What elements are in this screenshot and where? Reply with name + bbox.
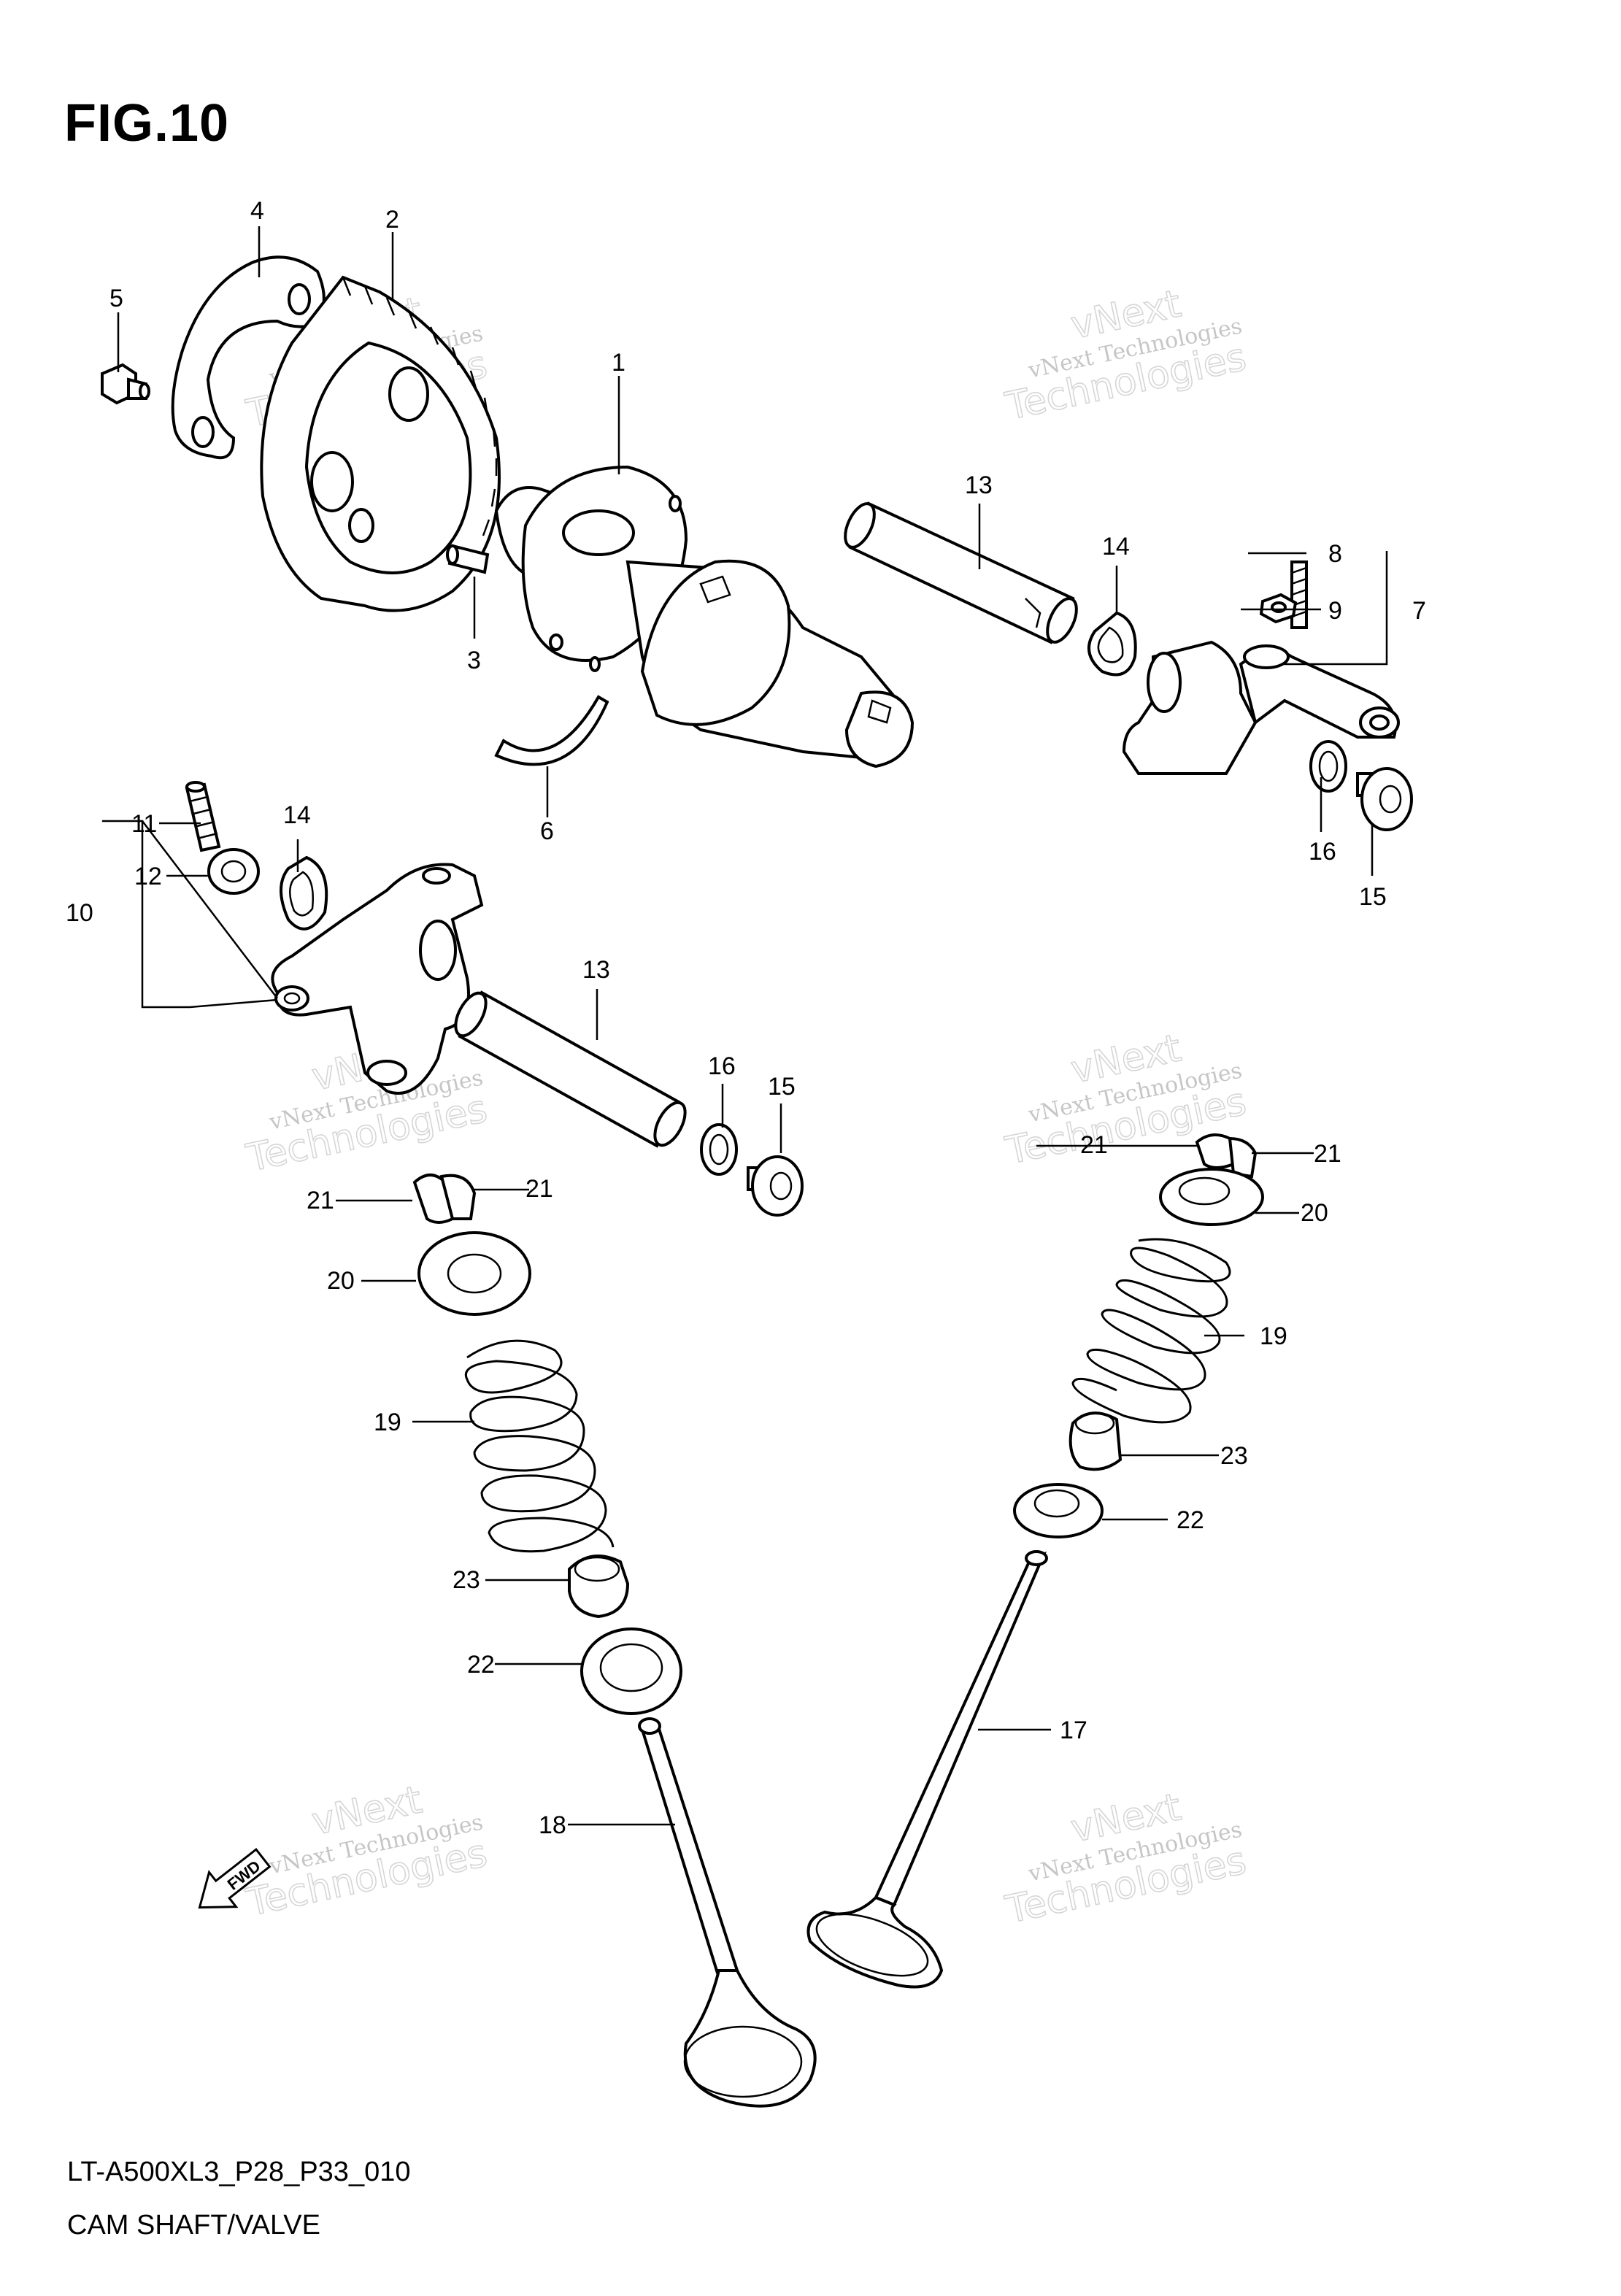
part-13-rocker-shaft-upper bbox=[844, 501, 1078, 644]
watermark-bottom-right: vNext vNext Technologies Technologies bbox=[1001, 1785, 1251, 1933]
part-7-rocker-arm bbox=[1122, 640, 1400, 775]
callout-20-left: 20 bbox=[327, 1267, 355, 1295]
part-22-spring-seat-right bbox=[1013, 1483, 1104, 1538]
part-23-valve-seal-right bbox=[1069, 1411, 1123, 1471]
part-17-exhaust-valve bbox=[806, 1550, 1048, 1989]
callout-20-right: 20 bbox=[1301, 1199, 1328, 1227]
part-13-rocker-shaft-lower bbox=[454, 990, 687, 1148]
part-1-camshaft bbox=[494, 465, 915, 768]
callout-13-lower: 13 bbox=[582, 956, 610, 984]
callout-17: 17 bbox=[1060, 1717, 1087, 1744]
callout-21-right-a: 21 bbox=[1080, 1131, 1108, 1159]
callout-14-lower: 14 bbox=[283, 801, 311, 829]
callout-13-upper: 13 bbox=[965, 471, 993, 499]
part-16-washer-lower bbox=[700, 1123, 738, 1176]
part-15-plug-bolt-upper bbox=[1356, 767, 1413, 831]
callout-22-left: 22 bbox=[467, 1651, 495, 1679]
callout-18: 18 bbox=[539, 1811, 566, 1839]
part-4-retainer-plate bbox=[171, 255, 326, 460]
model-code: LT-A500XL3_P28_P33_010 bbox=[67, 2157, 411, 2187]
part-16-washer-upper bbox=[1309, 740, 1347, 793]
part-9-lock-nut bbox=[1259, 593, 1298, 624]
figure-title: FIG.10 bbox=[64, 94, 230, 153]
callout-23-right: 23 bbox=[1220, 1442, 1248, 1470]
section-name: CAM SHAFT/VALVE bbox=[67, 2210, 320, 2241]
callout-19-left: 19 bbox=[374, 1409, 401, 1436]
callout-11: 11 bbox=[131, 810, 157, 838]
part-20-spring-retainer-left bbox=[417, 1231, 531, 1316]
part-19-valve-spring-right bbox=[1071, 1238, 1231, 1424]
callout-22-right: 22 bbox=[1177, 1506, 1204, 1534]
callout-15-upper: 15 bbox=[1359, 883, 1387, 911]
callout-7: 7 bbox=[1412, 597, 1426, 625]
callout-8: 8 bbox=[1328, 540, 1342, 568]
callout-5: 5 bbox=[109, 285, 123, 312]
watermark-bottom-left: vNext vNext Technologies Technologies bbox=[242, 1778, 492, 1926]
callout-21-right-b: 21 bbox=[1314, 1140, 1341, 1168]
part-21-cotter-right bbox=[1195, 1133, 1258, 1179]
callout-16-upper: 16 bbox=[1309, 838, 1336, 866]
callout-1: 1 bbox=[612, 349, 625, 377]
part-19-valve-spring-left bbox=[465, 1339, 615, 1553]
callout-3: 3 bbox=[467, 647, 481, 674]
callout-numbers: 4 2 5 1 3 6 13 14 8 9 7 16 15 11 12 10 1… bbox=[66, 197, 1426, 1839]
leader-lines bbox=[102, 226, 1388, 1826]
part-12-lock-nut bbox=[207, 848, 260, 895]
part-18-intake-valve bbox=[638, 1717, 817, 2108]
part-10-rocker-arm bbox=[271, 863, 484, 1095]
part-21-cotter-left bbox=[412, 1174, 477, 1224]
callout-14-upper: 14 bbox=[1102, 533, 1130, 560]
callout-10: 10 bbox=[66, 899, 93, 927]
callout-6: 6 bbox=[540, 817, 554, 845]
callout-12: 12 bbox=[134, 863, 162, 890]
part-8-adjust-screw bbox=[1290, 560, 1308, 629]
part-11-adjust-screw bbox=[185, 781, 221, 852]
callout-4: 4 bbox=[250, 197, 264, 225]
watermark-top-right: vNext vNext Technologies Technologies bbox=[1001, 282, 1251, 430]
callout-16-lower: 16 bbox=[708, 1052, 736, 1080]
part-23-valve-seal-left bbox=[568, 1555, 630, 1619]
callout-2: 2 bbox=[385, 206, 399, 234]
part-14-o-ring-lower bbox=[280, 855, 328, 931]
callout-15-lower: 15 bbox=[768, 1073, 796, 1101]
part-6-half-washer bbox=[494, 695, 609, 766]
part-3-dowel-pin bbox=[446, 544, 490, 574]
callout-9: 9 bbox=[1328, 597, 1342, 625]
part-22-spring-seat-left bbox=[580, 1627, 682, 1715]
part-2-cam-sprocket bbox=[260, 275, 501, 612]
callout-21-left-a: 21 bbox=[307, 1187, 334, 1214]
part-15-plug-bolt-lower bbox=[747, 1155, 804, 1217]
part-14-o-ring-upper bbox=[1087, 611, 1137, 677]
callout-21-left-b: 21 bbox=[525, 1175, 553, 1203]
part-5-bolt bbox=[101, 363, 150, 405]
callout-23-left: 23 bbox=[453, 1566, 480, 1594]
part-20-spring-retainer-right bbox=[1159, 1168, 1264, 1226]
callout-19-right: 19 bbox=[1260, 1322, 1287, 1350]
